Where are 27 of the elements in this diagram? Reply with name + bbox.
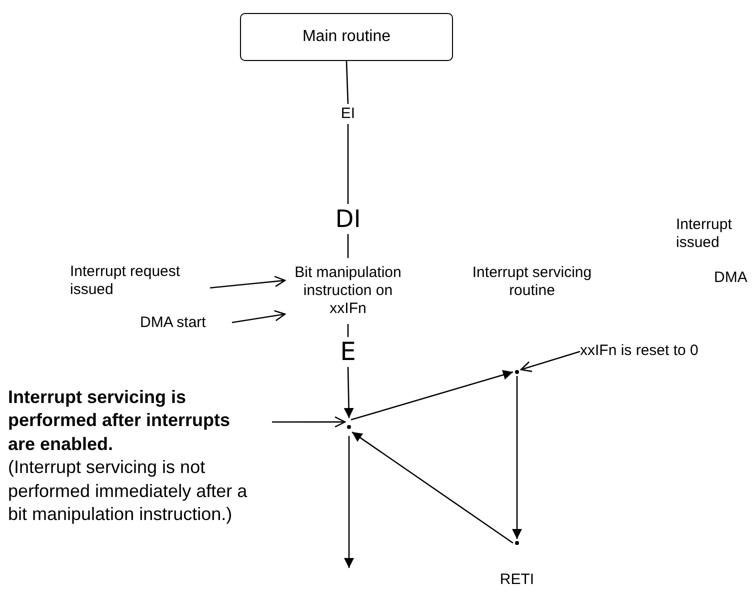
arrow (352, 432, 514, 544)
arrow (344, 436, 354, 568)
connector-line (347, 324, 349, 337)
instruction-label: E (337, 337, 359, 367)
instruction-label: DI (330, 204, 366, 234)
arrow (520, 350, 580, 372)
connector-line (347, 124, 349, 204)
note-heading: Interrupt servicing is performed after interrupts are enabled. (8, 386, 232, 456)
node-caption: RETI (498, 571, 536, 589)
text-label: Interrupt servicing routine (471, 264, 593, 300)
arrow (210, 276, 286, 288)
text-label: DMA (714, 269, 748, 287)
text-label: Interrupt issued (676, 216, 733, 252)
note-text: xxIFn is reset to 0 (580, 341, 740, 360)
note-text: (Interrupt servicing is not performed immediately after a bit manipulation instruction.) (8, 456, 248, 526)
event-label: DMA start (140, 313, 232, 332)
arrow (232, 310, 286, 324)
arrow (512, 376, 522, 539)
connector-line (347, 234, 349, 258)
arrow (350, 370, 514, 420)
connector-line (346, 60, 349, 104)
instruction-label: Bit manipulation instruction on xxIFn (285, 258, 411, 324)
instruction-label: EI (336, 104, 360, 124)
event-label: Interrupt request issued (70, 262, 210, 300)
process-box: Main routine (240, 13, 453, 61)
arrow (272, 416, 346, 428)
arrow (344, 366, 354, 418)
